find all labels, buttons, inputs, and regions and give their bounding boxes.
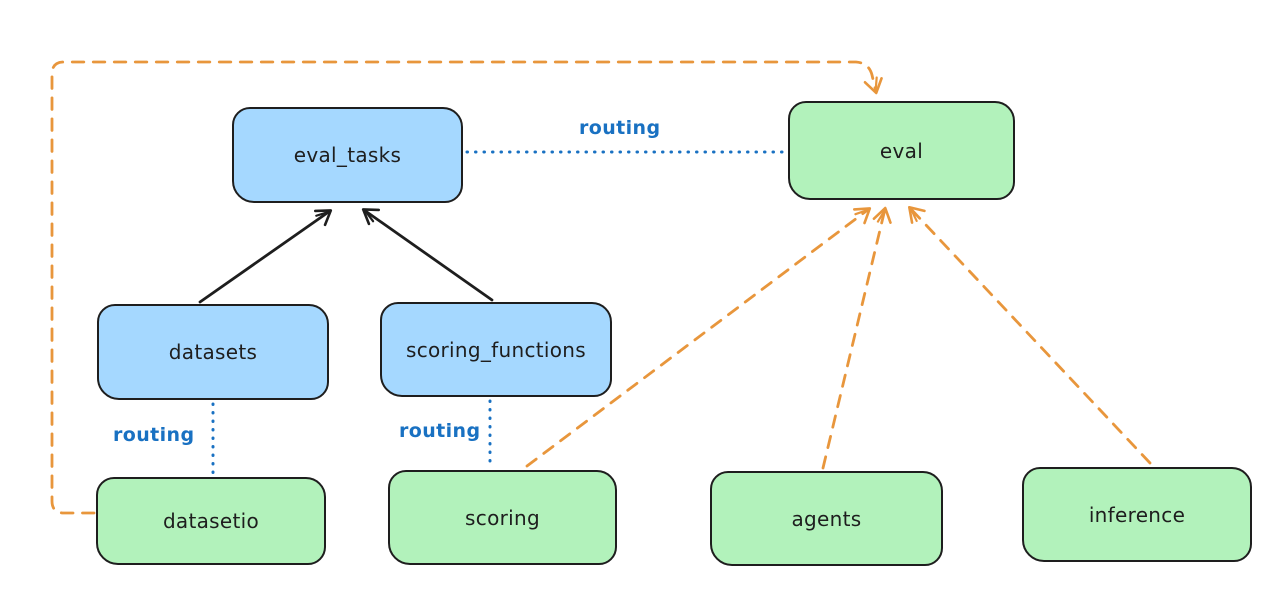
edge-agents-to-eval	[821, 209, 885, 470]
node-scoring_functions: scoring_functions	[380, 302, 612, 397]
edge-inference-to-eval	[910, 208, 1152, 465]
edge-datasets-to-eval_tasks	[198, 211, 330, 304]
node-inference: inference	[1022, 467, 1252, 562]
edge-scoring-to-eval	[525, 209, 869, 468]
node-datasets: datasets	[97, 304, 329, 400]
node-agents: agents	[710, 471, 943, 566]
node-eval: eval	[788, 101, 1015, 200]
node-scoring: scoring	[388, 470, 617, 565]
node-datasetio: datasetio	[96, 477, 326, 565]
edge-scoring_functions-to-eval_tasks	[364, 210, 494, 302]
routing-label-scoring_functions-scoring: routing	[399, 420, 481, 442]
routing-label-eval_tasks-eval: routing	[579, 117, 661, 139]
node-eval_tasks: eval_tasks	[232, 107, 463, 203]
edge-datasetio-to-eval	[50, 60, 876, 515]
routing-label-datasets-datasetio: routing	[113, 424, 195, 446]
